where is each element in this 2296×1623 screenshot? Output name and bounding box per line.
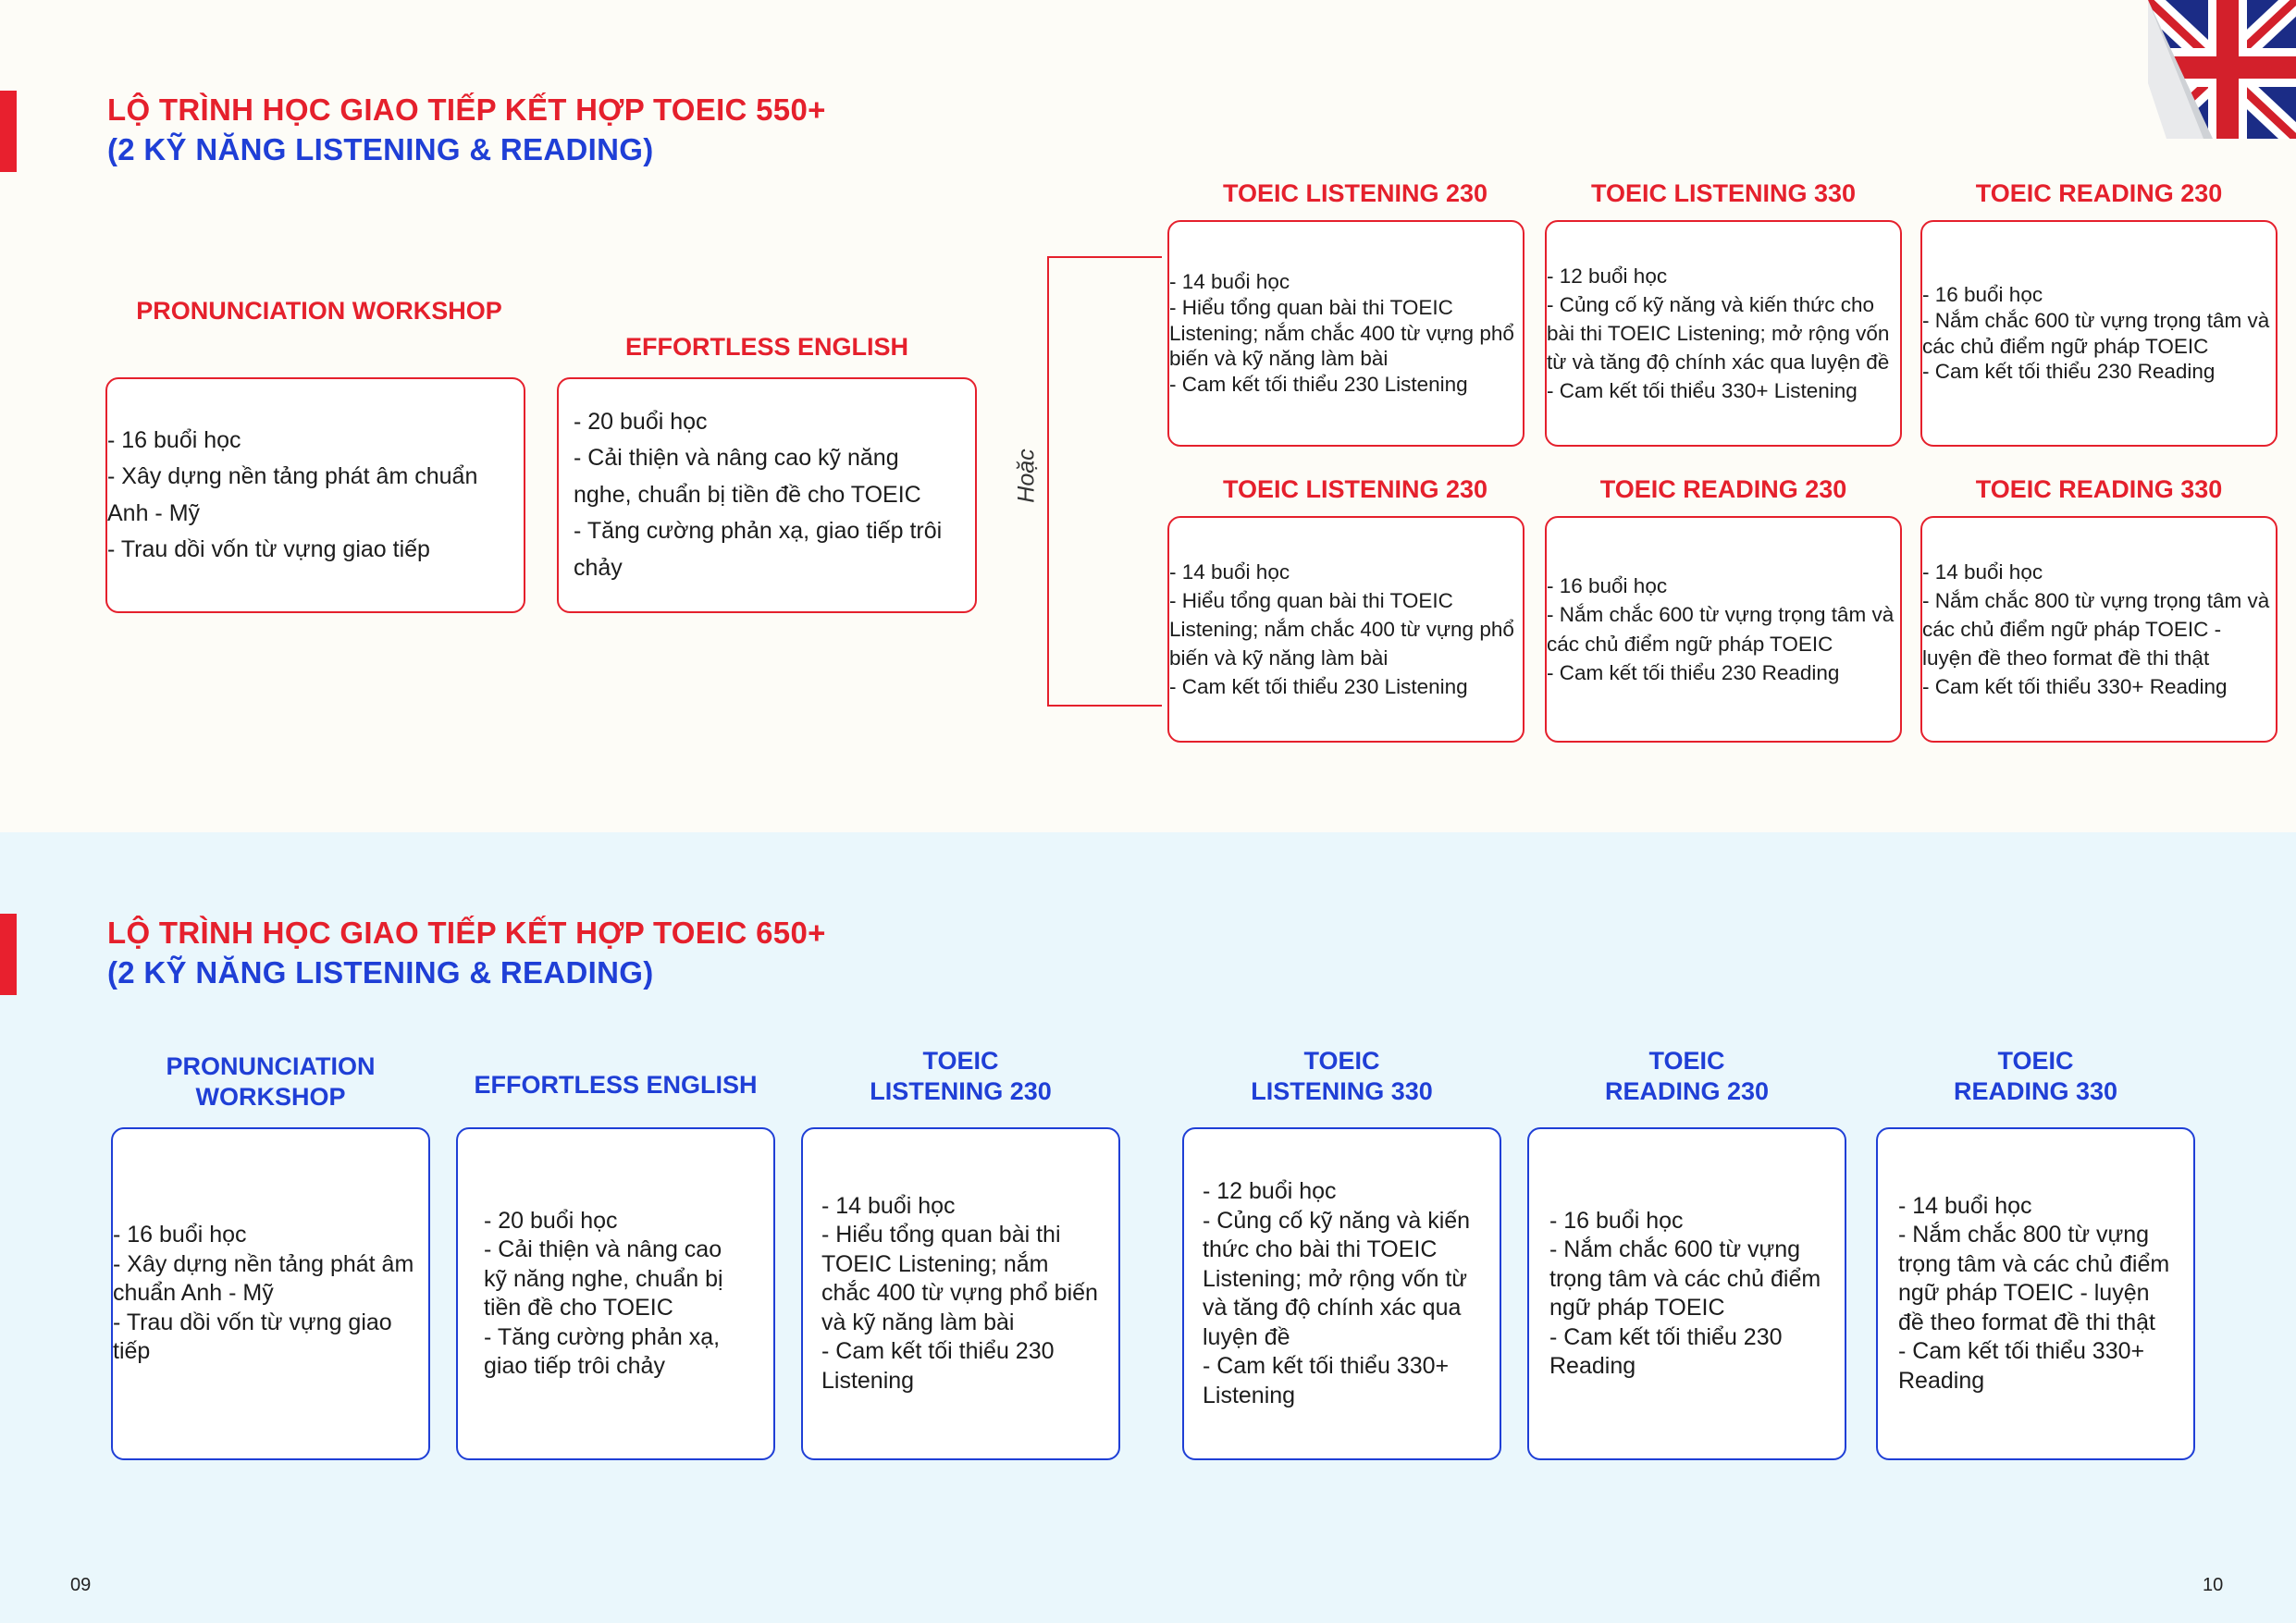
course-effortless-title: EFFORTLESS ENGLISH	[624, 333, 909, 361]
course-detail: - Hiểu tổng quan bài thi TOEIC Listening…	[821, 1222, 1098, 1335]
s2-reading-230-title: TOEIC READING 230	[1604, 1047, 1770, 1105]
course-detail: - Nắm chắc 800 từ vựng trọng tâm và các …	[1898, 1222, 2170, 1335]
course-detail: - Trau dồi vốn từ vựng giao tiếp	[107, 536, 430, 562]
course-detail: - 14 buổi học	[1922, 559, 2043, 584]
course-effortless-card: - 20 buổi học - Cải thiện và nâng cao kỹ…	[557, 377, 977, 613]
course-pronunciation-title: PRONUNCIATION WORKSHOP	[136, 297, 502, 325]
s2-effortless-card: - 20 buổi học - Cải thiện và nâng cao kỹ…	[456, 1127, 775, 1460]
s2-pronunciation-card: - 16 buổi học - Xây dựng nền tảng phát â…	[111, 1127, 430, 1460]
option-b-reading-330-title: TOEIC READING 330	[1975, 475, 2223, 503]
s2-pronunciation-title: PRONUNCIATION WORKSHOP	[166, 1052, 376, 1111]
course-detail: - 16 buổi học	[1547, 574, 1668, 598]
course-detail: - 14 buổi học	[1898, 1192, 2032, 1219]
course-detail: - Cải thiện và nâng cao kỹ năng nghe, ch…	[484, 1236, 723, 1321]
option-b-listening-230-card: - 14 buổi học - Hiểu tổng quan bài thi T…	[1167, 516, 1524, 743]
course-detail: - Xây dựng nền tảng phát âm chuẩn Anh - …	[113, 1250, 414, 1307]
course-detail: - Nắm chắc 600 từ vựng trọng tâm và các …	[1922, 308, 2270, 358]
course-detail: - 12 buổi học	[1547, 264, 1668, 288]
course-detail: - 14 buổi học	[821, 1192, 956, 1219]
option-a-reading-230-card: - 16 buổi học - Nắm chắc 600 từ vựng trọ…	[1920, 220, 2277, 447]
course-detail: - 16 buổi học	[1549, 1207, 1684, 1234]
course-detail: - 16 buổi học	[107, 426, 241, 453]
option-b-listening-230-title: TOEIC LISTENING 230	[1222, 475, 1488, 503]
course-detail: - Trau dồi vốn từ vựng giao tiếp	[113, 1309, 392, 1365]
or-bracket	[1047, 256, 1162, 707]
section-550-accent-bar	[0, 91, 17, 172]
course-detail: - 14 buổi học	[1169, 559, 1290, 584]
section-650-subtitle: (2 KỸ NĂNG LISTENING & READING)	[107, 955, 654, 990]
option-b-reading-330-card: - 14 buổi học - Nắm chắc 800 từ vựng trọ…	[1920, 516, 2277, 743]
course-detail: - Hiểu tổng quan bài thi TOEIC Listening…	[1169, 295, 1514, 371]
course-detail: - Cam kết tối thiểu 230 Listening	[1169, 675, 1468, 699]
course-detail: - Hiểu tổng quan bài thi TOEIC Listening…	[1169, 588, 1514, 670]
section-550-title: LỘ TRÌNH HỌC GIAO TIẾP KẾT HỢP TOEIC 550…	[107, 92, 826, 127]
course-detail: - Cải thiện và nâng cao kỹ năng nghe, ch…	[574, 445, 921, 508]
course-detail: - 16 buổi học	[1922, 283, 2043, 307]
course-detail: - Tăng cường phản xạ, giao tiếp trôi chả…	[574, 518, 943, 581]
s2-reading-230-card: - 16 buổi học - Nắm chắc 600 từ vựng trọ…	[1527, 1127, 1846, 1460]
s2-reading-330-title: TOEIC READING 330	[1953, 1047, 2118, 1105]
option-a-listening-330-title: TOEIC LISTENING 330	[1590, 179, 1857, 207]
course-detail: - Cam kết tối thiểu 330+ Listening	[1547, 379, 1858, 403]
course-detail: - Củng cố kỹ năng và kiến thức cho bài t…	[1547, 292, 1890, 375]
course-pronunciation-card: - 16 buổi học - Xây dựng nền tảng phát â…	[105, 377, 525, 613]
course-detail: - Cam kết tối thiểu 330+ Reading	[1922, 675, 2228, 699]
or-label: Hoặc	[1013, 449, 1040, 503]
option-a-reading-230-title: TOEIC READING 230	[1975, 179, 2223, 207]
course-detail: - Tăng cường phản xạ, giao tiếp trôi chả…	[484, 1323, 721, 1380]
course-detail: - Cam kết tối thiểu 230 Listening	[821, 1338, 1055, 1394]
s2-listening-230-title: TOEIC LISTENING 230	[870, 1047, 1052, 1105]
option-a-listening-230-card: - 14 buổi học - Hiểu tổng quan bài thi T…	[1167, 220, 1524, 447]
course-detail: - Nắm chắc 600 từ vựng trọng tâm và các …	[1547, 603, 1895, 656]
option-b-reading-230-card: - 16 buổi học - Nắm chắc 600 từ vựng trọ…	[1545, 516, 1902, 743]
option-a-listening-230-title: TOEIC LISTENING 230	[1222, 179, 1488, 207]
option-a-listening-330-card: - 12 buổi học - Củng cố kỹ năng và kiến …	[1545, 220, 1902, 447]
course-detail: - Xây dựng nền tảng phát âm chuẩn Anh - …	[107, 463, 478, 526]
course-detail: - 20 buổi học	[574, 408, 708, 435]
course-detail: - Cam kết tối thiểu 330+ Reading	[1898, 1338, 2145, 1394]
page-number-right: 10	[2203, 1575, 2224, 1595]
course-detail: - 20 buổi học	[484, 1207, 618, 1234]
course-detail: - Cam kết tối thiểu 330+ Listening	[1203, 1353, 1450, 1408]
s2-listening-230-card: - 14 buổi học - Hiểu tổng quan bài thi T…	[801, 1127, 1120, 1460]
page-number-left: 09	[70, 1575, 92, 1595]
course-detail: - Củng cố kỹ năng và kiến thức cho bài t…	[1203, 1207, 1471, 1350]
course-detail: - Cam kết tối thiểu 230 Reading	[1922, 360, 2216, 384]
section-550-subtitle: (2 KỸ NĂNG LISTENING & READING)	[107, 132, 654, 166]
s2-listening-330-card: - 12 buổi học - Củng cố kỹ năng và kiến …	[1182, 1127, 1501, 1460]
course-detail: - Nắm chắc 600 từ vựng trọng tâm và các …	[1549, 1236, 1821, 1321]
option-b-reading-230-title: TOEIC READING 230	[1599, 475, 1847, 503]
course-detail: - Cam kết tối thiểu 230 Reading	[1549, 1323, 1783, 1380]
s2-effortless-title: EFFORTLESS ENGLISH	[474, 1071, 758, 1099]
s2-reading-330-card: - 14 buổi học - Nắm chắc 800 từ vựng trọ…	[1876, 1127, 2195, 1460]
section-650-title: LỘ TRÌNH HỌC GIAO TIẾP KẾT HỢP TOEIC 650…	[107, 916, 826, 950]
course-detail: - 14 buổi học	[1169, 270, 1290, 294]
s2-listening-330-title: TOEIC LISTENING 330	[1251, 1047, 1433, 1105]
course-detail: - Cam kết tối thiểu 230 Listening	[1169, 373, 1468, 396]
course-detail: - Nắm chắc 800 từ vựng trọng tâm và các …	[1922, 588, 2270, 670]
course-detail: - 12 buổi học	[1203, 1178, 1337, 1204]
course-detail: - Cam kết tối thiểu 230 Reading	[1547, 660, 1840, 684]
section-650-accent-bar	[0, 914, 17, 995]
uk-flag-icon	[2148, 0, 2296, 139]
course-detail: - 16 buổi học	[113, 1222, 247, 1248]
